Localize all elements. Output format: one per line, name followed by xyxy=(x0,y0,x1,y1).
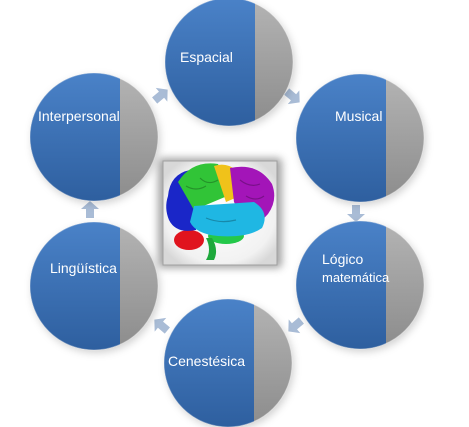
node-logico xyxy=(295,220,426,352)
node-linguistica-left-half xyxy=(30,221,120,351)
node-label-musical: Musical xyxy=(335,108,382,124)
cycle-arrow-3 xyxy=(288,317,304,334)
cycle-arrow-6 xyxy=(152,87,168,104)
node-logico-left-half xyxy=(296,220,386,350)
node-cenestesica xyxy=(163,298,294,427)
node-label-linguistica: Lingüística xyxy=(50,260,117,276)
node-interpersonal-left-half xyxy=(29,72,120,202)
cycle-arrows xyxy=(81,87,365,334)
node-interpersonal xyxy=(29,72,160,204)
node-label-espacial: Espacial xyxy=(180,49,233,65)
cycle-arrow-2 xyxy=(347,205,365,222)
node-espacial xyxy=(164,0,295,129)
node-linguistica xyxy=(29,221,160,353)
node-musical-left-half xyxy=(296,73,386,202)
cycle-arrow-4 xyxy=(154,317,170,334)
node-cenestesica-left-half xyxy=(164,299,254,427)
node-musical xyxy=(295,73,426,205)
node-espacial-left-half xyxy=(165,0,255,126)
center-image xyxy=(158,158,282,268)
cycle-arrow-5 xyxy=(81,201,99,218)
node-label-cenestesica: Cenestésica xyxy=(168,353,245,369)
node-label-interpersonal: Interpersonal xyxy=(38,108,120,124)
brain-icon xyxy=(166,163,275,260)
